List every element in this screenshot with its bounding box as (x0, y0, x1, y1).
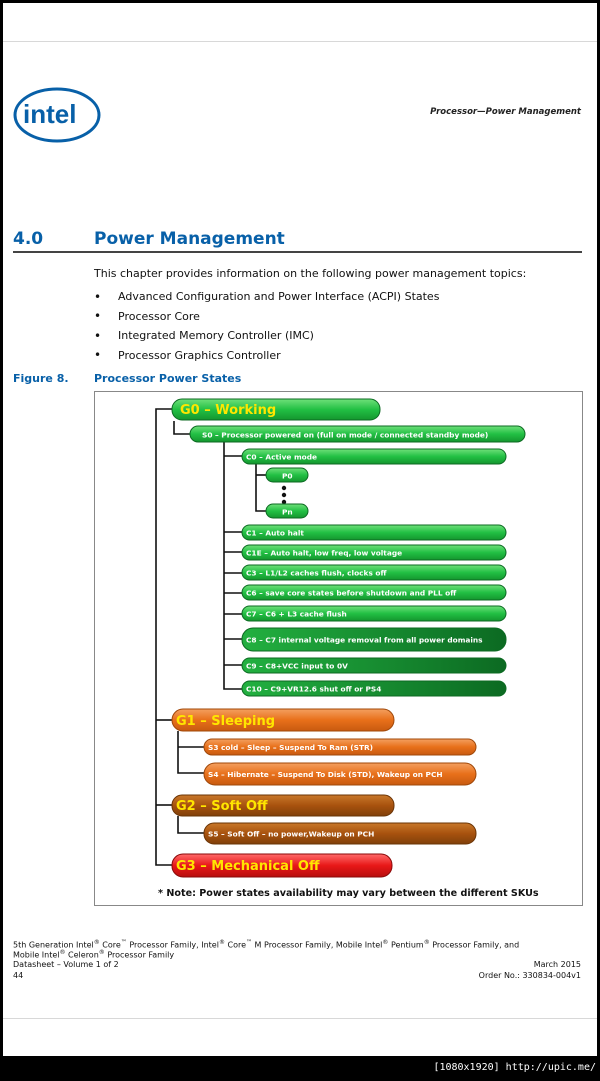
power-states-diagram: G0 – Working S0 – Processor powered on (… (155, 398, 539, 899)
svg-text:C6 – save core states before s: C6 – save core states before shutdown an… (246, 589, 457, 598)
intel-logo: intel (13, 87, 101, 143)
topic-list: •Advanced Configuration and Power Interf… (94, 287, 439, 365)
g0-working-state: G0 – Working (171, 398, 381, 421)
footer-date: March 2015 (533, 960, 581, 969)
list-item: •Processor Graphics Controller (94, 348, 281, 363)
c1-state: C1 – Auto halt (241, 524, 507, 541)
chapter-title: Power Management (94, 229, 285, 249)
g1-sleeping-state: G1 – Sleeping (171, 708, 395, 732)
bottom-bar (0, 1058, 600, 1081)
footer-page-number: 44 (13, 971, 24, 980)
footer-datasheet: Datasheet – Volume 1 of 2 (13, 960, 119, 969)
svg-text:C8 – C7 internal voltage remov: C8 – C7 internal voltage removal from al… (246, 636, 483, 645)
s0-state: S0 – Processor powered on (full on mode … (189, 425, 526, 443)
chapter-rule (13, 251, 582, 253)
bottom-divider (3, 1018, 597, 1019)
c3-state: C3 – L1/L2 caches flush, clocks off (241, 564, 507, 581)
figure-frame (94, 391, 583, 906)
svg-text:C7 – C6 + L3 cache flush: C7 – C6 + L3 cache flush (246, 610, 347, 619)
intro-text: This chapter provides information on the… (94, 267, 527, 280)
pn-state: Pn (265, 503, 309, 519)
c7-state: C7 – C6 + L3 cache flush (241, 605, 507, 622)
g2-label: G2 – Soft Off (176, 799, 268, 814)
svg-text:Pn: Pn (282, 508, 293, 517)
c0-state: C0 – Active mode (241, 448, 507, 465)
figure-title: Processor Power States (94, 372, 242, 385)
c9-state: C9 – C8+VCC input to 0V (241, 657, 507, 674)
g0-label: G0 – Working (180, 403, 276, 418)
s4-state: S4 – Hibernate – Suspend To Disk (STD), … (203, 762, 477, 786)
footer-order-number: Order No.: 330834-004v1 (478, 971, 581, 980)
s5-state: S5 – Soft Off – no power,Wakeup on PCH (203, 822, 477, 845)
svg-text:P0: P0 (282, 472, 293, 481)
document-page: intel Processor—Power Management 4.0 Pow… (3, 3, 597, 1056)
svg-text:S5 – Soft Off – no power,Wakeu: S5 – Soft Off – no power,Wakeup on PCH (208, 830, 374, 839)
svg-text:intel: intel (23, 99, 76, 129)
g3-label: G3 – Mechanical Off (176, 859, 320, 874)
footer-line-1: 5th Generation Intel® Core™ Processor Fa… (13, 939, 520, 950)
list-item: •Processor Core (94, 309, 200, 324)
svg-text:S3 cold – Sleep – Suspend To R: S3 cold – Sleep – Suspend To Ram (STR) (208, 743, 373, 752)
c6-state: C6 – save core states before shutdown an… (241, 584, 507, 601)
svg-text:S0 – Processor powered on (ful: S0 – Processor powered on (full on mode … (202, 431, 488, 440)
svg-text:C3 – L1/L2 caches flush, clock: C3 – L1/L2 caches flush, clocks off (246, 569, 387, 578)
chapter-number: 4.0 (13, 229, 44, 249)
section-label: Processor—Power Management (430, 107, 581, 117)
g2-soft-off-state: G2 – Soft Off (171, 794, 395, 817)
figure-note: * Note: Power states availability may va… (158, 888, 539, 899)
s3-state: S3 cold – Sleep – Suspend To Ram (STR) (203, 738, 477, 756)
c8-state: C8 – C7 internal voltage removal from al… (241, 627, 507, 652)
svg-text:C1E – Auto halt, low freq, low: C1E – Auto halt, low freq, low voltage (246, 549, 402, 558)
footer-line-2: Mobile Intel® Celeron® Processor Family (13, 949, 175, 960)
svg-text:C0 – Active mode: C0 – Active mode (246, 453, 317, 462)
c10-state: C10 – C9+VR12.6 shut off or PS4 (241, 680, 507, 697)
svg-text:C10 – C9+VR12.6 shut off or PS: C10 – C9+VR12.6 shut off or PS4 (246, 685, 381, 694)
p0-state: P0 (265, 467, 309, 483)
figure-label: Figure 8. (13, 372, 69, 385)
svg-text:S4 – Hibernate – Suspend To Di: S4 – Hibernate – Suspend To Disk (STD), … (208, 770, 443, 779)
ellipsis-dots (281, 485, 287, 505)
list-item: •Integrated Memory Controller (IMC) (94, 328, 314, 343)
svg-text:C9 – C8+VCC input to 0V: C9 – C8+VCC input to 0V (246, 662, 348, 671)
svg-text:C1 – Auto halt: C1 – Auto halt (246, 529, 304, 538)
top-divider (3, 41, 597, 42)
connector-lines (155, 408, 266, 866)
list-item: •Advanced Configuration and Power Interf… (94, 289, 440, 304)
watermark-text: [1080x1920] http://upic.me/ (433, 1062, 596, 1073)
c1e-state: C1E – Auto halt, low freq, low voltage (241, 544, 507, 561)
g1-label: G1 – Sleeping (176, 714, 275, 729)
g3-mechanical-off-state: G3 – Mechanical Off (171, 853, 393, 878)
